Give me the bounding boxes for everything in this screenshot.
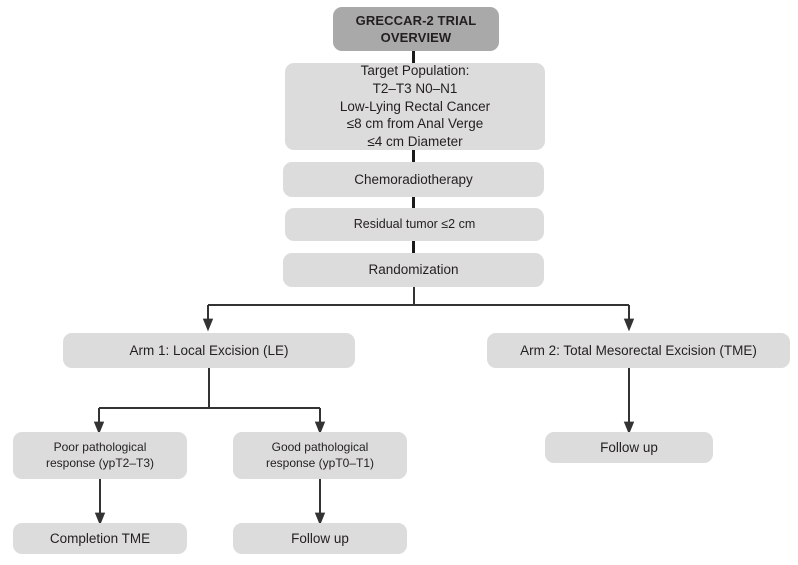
node-followup-le-arm: Follow up — [233, 523, 407, 554]
node-randomization: Randomization — [283, 253, 544, 287]
node-arm1-local-excision: Arm 1: Local Excision (LE) — [63, 333, 355, 368]
node-poor-pathological-response: Poor pathological response (ypT2–T3) — [13, 432, 187, 479]
connector-stub-header-target — [412, 51, 415, 65]
connector-stub-target-chemo — [412, 149, 415, 163]
node-good-pathological-response: Good pathological response (ypT0–T1) — [233, 432, 407, 479]
node-residual-tumor: Residual tumor ≤2 cm — [285, 208, 544, 241]
node-followup-tme-arm: Follow up — [545, 432, 713, 463]
node-target-population: Target Population: T2–T3 N0–N1 Low-Lying… — [285, 63, 545, 150]
node-chemoradiotherapy: Chemoradiotherapy — [283, 162, 544, 197]
connector-stub-residual-random — [412, 240, 415, 254]
connector-stub-chemo-residual — [412, 196, 415, 210]
node-arm2-total-mesorectal-excision: Arm 2: Total Mesorectal Excision (TME) — [487, 333, 790, 368]
node-completion-tme: Completion TME — [13, 523, 187, 554]
node-trial-header: GRECCAR-2 TRIAL OVERVIEW — [333, 7, 499, 51]
